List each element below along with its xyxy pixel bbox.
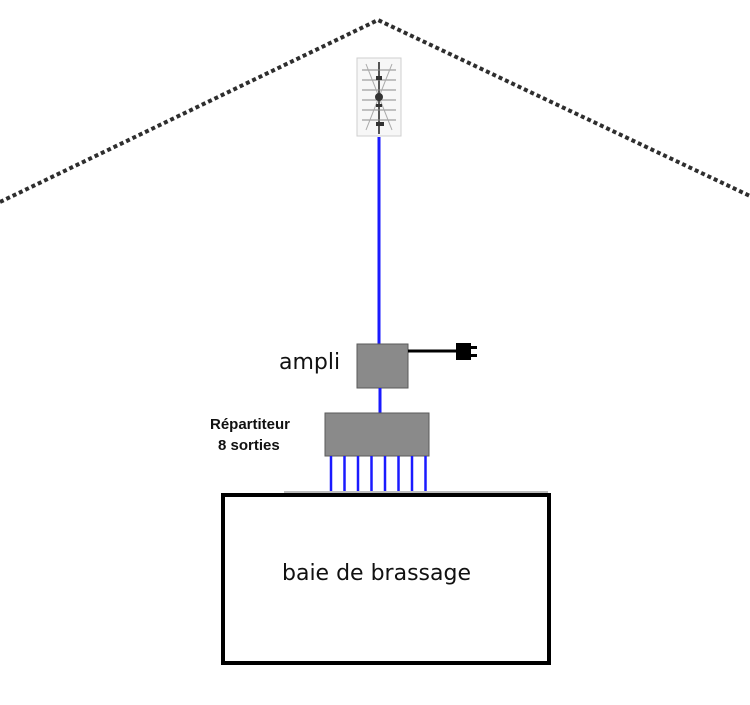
splitter-outputs <box>329 456 427 492</box>
splitter-label-outputs: 8 sorties <box>218 437 280 454</box>
amplifier-box <box>356 343 409 389</box>
ampli-label: ampli <box>279 350 341 375</box>
antenna-icon <box>356 57 402 137</box>
patch-rack-label: baie de brassage <box>282 561 471 586</box>
roof <box>0 17 750 204</box>
splitter-box <box>324 412 430 457</box>
patch-rack <box>221 493 551 665</box>
splitter-label-title: Répartiteur <box>210 416 291 433</box>
power-plug-icon <box>456 343 477 360</box>
